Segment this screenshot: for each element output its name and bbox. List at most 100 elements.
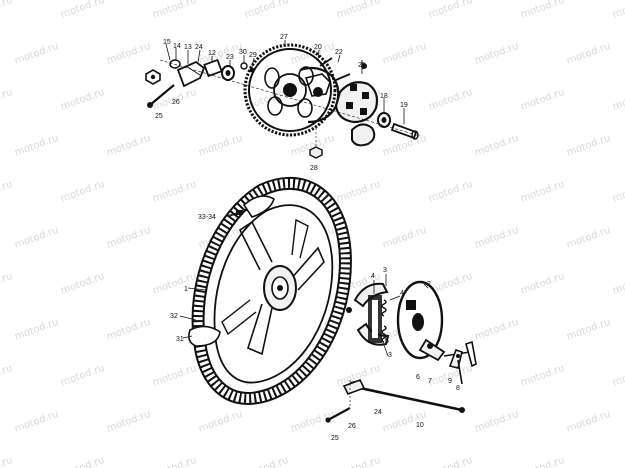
label-25-bottom: 25: [331, 435, 339, 442]
valve-stem: [229, 209, 249, 217]
watermark-text: motod.ru: [197, 133, 244, 159]
watermark-text: motod.ru: [427, 179, 474, 205]
label-18: 18: [380, 93, 388, 100]
label-24-bottom: 24: [374, 409, 382, 416]
label-13: 13: [184, 44, 192, 51]
brake-cam-lever: [418, 338, 446, 362]
watermark-text: motod.ru: [0, 0, 14, 21]
watermark-text: motod.ru: [243, 0, 290, 21]
label-27: 27: [280, 34, 288, 41]
label-6: 6: [416, 374, 420, 381]
watermark-text: motod.ru: [519, 87, 566, 113]
label-4-right: 4: [400, 290, 404, 297]
label-30: 30: [239, 49, 247, 56]
nut-28: [309, 128, 323, 159]
tire: [191, 176, 352, 405]
washer-top: [169, 59, 181, 69]
watermark-text: motod.ru: [611, 363, 625, 389]
chain-adjuster-bottom: [342, 378, 366, 396]
watermark-text: motod.ru: [473, 225, 520, 251]
label-22: 22: [335, 49, 343, 56]
watermark-text: motod.ru: [59, 271, 106, 297]
watermark-text: motod.ru: [151, 455, 198, 468]
callout-labels: 15 14 13 24 12 23 30 29 27 20 22 21 18 1…: [155, 34, 460, 442]
watermark-text: motod.ru: [427, 0, 474, 21]
sprocket-carrier: [299, 66, 340, 124]
label-2: 2: [427, 281, 431, 288]
watermark-text: motod.ru: [13, 133, 60, 159]
watermark-text: motod.ru: [151, 271, 198, 297]
label-3-bottom: 3: [388, 352, 392, 359]
watermark-text: motod.ru: [381, 41, 428, 67]
watermark-text: motod.ru: [519, 179, 566, 205]
label-23: 23: [226, 54, 234, 61]
watermark-text: motod.ru: [105, 41, 152, 67]
chain-adjuster-top: [176, 60, 206, 88]
watermark-text: motod.ru: [59, 179, 106, 205]
watermark-text: motod.ru: [611, 0, 625, 21]
wheel-hub: [263, 265, 297, 311]
watermark-text: motod.ru: [565, 317, 612, 343]
label-3-top: 3: [383, 267, 387, 274]
watermark-text: motod.ru: [0, 363, 14, 389]
label-21: 21: [358, 62, 366, 69]
watermark-text: motod.ru: [427, 455, 474, 468]
watermark-text: motod.ru: [197, 41, 244, 67]
bearing-18: [377, 112, 391, 128]
label-19: 19: [400, 102, 408, 109]
watermark-text: motod.ru: [611, 455, 625, 468]
watermark-text: motod.ru: [0, 455, 14, 468]
label-9: 9: [448, 378, 452, 385]
watermark-text: motod.ru: [611, 87, 625, 113]
watermark-text: motod.ru: [519, 455, 566, 468]
watermark-text: motod.ru: [611, 179, 625, 205]
label-32: 32: [170, 313, 178, 320]
watermark-text: motod.ru: [565, 133, 612, 159]
brake-rod-linkage: [443, 340, 477, 385]
wheel-spokes: [221, 218, 325, 356]
nut-top: [145, 69, 161, 85]
watermark-text: motod.ru: [427, 87, 474, 113]
label-15: 15: [163, 39, 171, 46]
label-5: 5: [385, 338, 389, 345]
label-1: 1: [184, 286, 188, 293]
watermark-text: motod.ru: [151, 363, 198, 389]
label-10: 10: [416, 422, 424, 429]
watermark-text: motod.ru: [105, 409, 152, 435]
watermark-text: motod.ru: [13, 225, 60, 251]
watermark-text: motod.ru: [381, 133, 428, 159]
cush-drive-damper: [334, 60, 379, 147]
bearing-top: [221, 65, 235, 81]
watermark-text: motod.ru: [0, 271, 14, 297]
carrier-bolts: [319, 57, 351, 81]
brake-springs: [381, 299, 387, 343]
axle-bolt-top: [147, 84, 175, 108]
watermark-text: motod.ru: [335, 179, 382, 205]
label-24-top: 24: [195, 44, 203, 51]
watermark-text: motod.ru: [473, 409, 520, 435]
ring-30: [240, 62, 248, 70]
brake-shoes: [353, 282, 390, 346]
rear-wheel: [188, 176, 352, 405]
watermark-text: motod.ru: [197, 409, 244, 435]
leader-lines: [165, 40, 429, 357]
label-12: 12: [208, 50, 216, 57]
label-33-34: 33-34: [198, 214, 216, 221]
watermark-text: motod.ru: [473, 317, 520, 343]
label-31: 31: [176, 336, 184, 343]
label-26-bottom: 26: [348, 423, 356, 430]
watermark-text: motod.ru: [59, 0, 106, 21]
watermark-text: motod.ru: [565, 409, 612, 435]
watermark-text: motod.ru: [13, 317, 60, 343]
watermark-text: motod.ru: [565, 41, 612, 67]
collar-top: [203, 58, 223, 78]
label-25-top: 25: [155, 113, 163, 120]
watermark-text: motod.ru: [243, 455, 290, 468]
watermark-text: motod.ru: [335, 455, 382, 468]
watermark-text: motod.ru: [519, 363, 566, 389]
watermark-text: motod.ru: [105, 133, 152, 159]
label-7: 7: [428, 378, 432, 385]
watermark-text: motod.ru: [519, 271, 566, 297]
